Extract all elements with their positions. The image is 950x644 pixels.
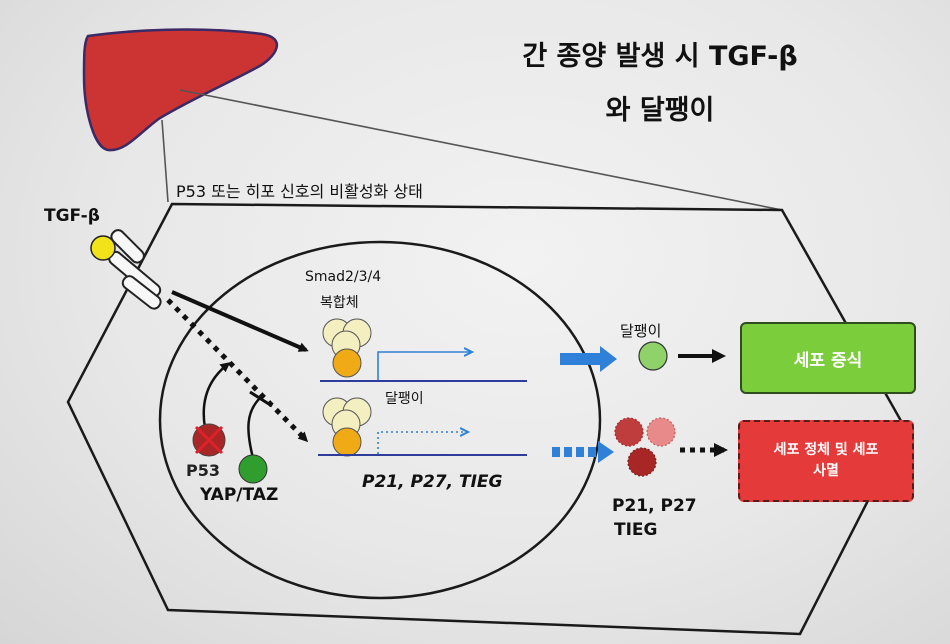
blue-arrow-dashed bbox=[552, 441, 614, 463]
smad-complex-upper bbox=[322, 318, 372, 378]
zoom-line-left bbox=[161, 119, 169, 203]
blue-arrow-solid bbox=[560, 346, 617, 372]
zoom-line-right bbox=[179, 89, 783, 211]
arrow-receptor-to-smad bbox=[171, 290, 309, 352]
proteins-label-line-2: TIEG bbox=[614, 520, 658, 540]
arrest-apoptosis-box: 세포 정체 및 세포 사멸 bbox=[738, 420, 914, 502]
target-genes-label: P21, P27, TIEG bbox=[362, 472, 503, 492]
proteins-label-line-1: P21, P27 bbox=[612, 496, 697, 516]
tgf-beta-label: TGF-β bbox=[44, 206, 100, 226]
cell-membrane bbox=[66, 202, 907, 636]
snail-protein bbox=[638, 341, 668, 371]
title-line-1: 간 종양 발생 시 TGF-β bbox=[522, 41, 798, 72]
yap-taz-inhibition bbox=[247, 397, 261, 459]
p21-protein bbox=[614, 417, 644, 447]
state-label: P53 또는 히포 신호의 비활성화 상태 bbox=[176, 182, 423, 201]
tieg-protein bbox=[627, 447, 657, 477]
inactivated-x-icon bbox=[194, 425, 224, 455]
p27-protein bbox=[646, 417, 676, 447]
complex-label: 복합체 bbox=[320, 295, 359, 311]
arrest-label-line-1: 세포 정체 및 세포 bbox=[773, 442, 879, 458]
transcription-arrow-repressed bbox=[377, 432, 466, 454]
tgf-receptor bbox=[108, 229, 162, 310]
p53-activation bbox=[202, 362, 231, 429]
title-line-2: 와 달팽이 bbox=[605, 95, 715, 126]
inhibition-bar bbox=[249, 390, 273, 408]
p53-label: P53 bbox=[186, 461, 220, 480]
smad-label: Smad2/3/4 bbox=[305, 269, 382, 285]
proliferation-label: 세포 증식 bbox=[793, 350, 863, 371]
yap-taz-label: YAP/TAZ bbox=[200, 485, 279, 505]
smad-complex-lower bbox=[322, 397, 372, 457]
yap-taz-protein bbox=[238, 454, 268, 484]
snail-protein-label: 달팽이 bbox=[620, 322, 662, 340]
transcription-arrow-active bbox=[377, 352, 470, 380]
tgf-beta-ligand bbox=[90, 235, 116, 261]
proliferation-box: 세포 증식 bbox=[740, 322, 916, 394]
arrest-label-line-2: 사멸 bbox=[813, 463, 839, 479]
nucleus bbox=[158, 240, 602, 600]
snail-gene-label: 달팽이 bbox=[385, 391, 424, 407]
